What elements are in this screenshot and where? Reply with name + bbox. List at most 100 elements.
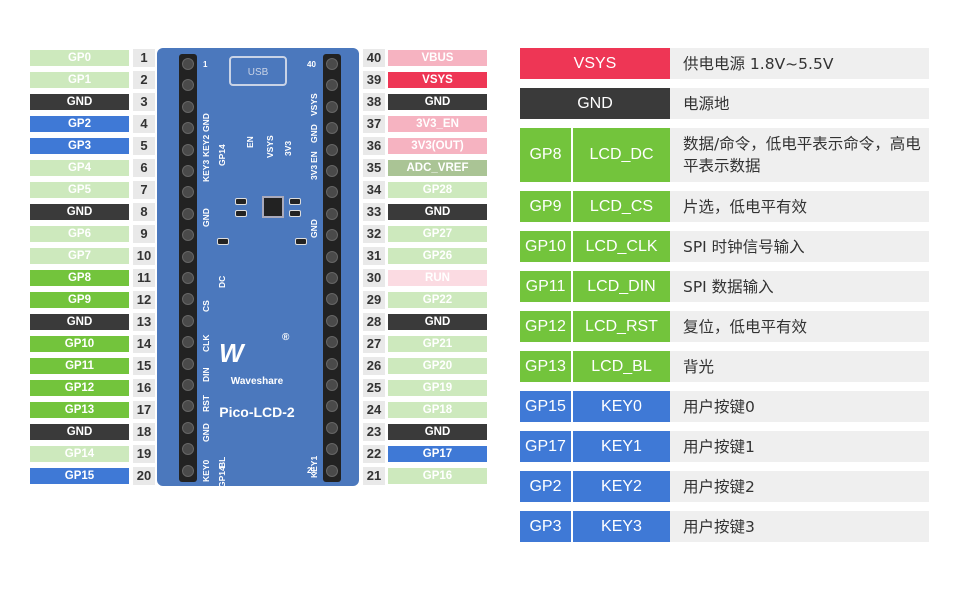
pin-number: 7	[133, 181, 155, 199]
pin-label-gp2: GP2	[30, 116, 129, 132]
pin-number: 19	[133, 445, 155, 463]
silk-label: GND	[201, 423, 211, 442]
pin-label-gp6: GP6	[30, 226, 129, 242]
silk-label: GND	[309, 124, 319, 143]
header-pin	[326, 293, 338, 306]
pin-label-gnd: GND	[30, 424, 129, 440]
pin-cell: GP9	[520, 191, 573, 222]
pin-label-gp20: GP20	[388, 358, 487, 374]
pin-number: 21	[363, 467, 385, 485]
pin-label-gnd: GND	[388, 424, 487, 440]
header-pin	[182, 464, 194, 477]
header-pin	[326, 122, 338, 135]
pin-label-vsys: VSYS	[388, 72, 487, 88]
header-pin	[182, 250, 194, 263]
header-pin	[182, 357, 194, 370]
smd-component	[235, 198, 247, 205]
pin-number: 4	[133, 115, 155, 133]
header-pin	[326, 443, 338, 456]
pin-label-gp4: GP4	[30, 160, 129, 176]
header-pin	[182, 421, 194, 434]
header-pin	[182, 229, 194, 242]
description-cell: 用户按键0	[670, 391, 929, 422]
pin1-mark: 1	[203, 60, 208, 69]
header-pin	[326, 100, 338, 113]
waveshare-logo: W	[219, 338, 244, 368]
pin-label-vbus: VBUS	[388, 50, 487, 66]
pin-number: 38	[363, 93, 385, 111]
pin-label-gnd: GND	[388, 314, 487, 330]
pin40-mark: 40	[307, 60, 316, 69]
silk-label: CS	[201, 300, 211, 312]
pin-number: 31	[363, 247, 385, 265]
pin-number: 5	[133, 137, 155, 155]
pin-number: 37	[363, 115, 385, 133]
pin-label-gp18: GP18	[388, 402, 487, 418]
header-pin	[182, 314, 194, 327]
header-pin	[182, 58, 194, 70]
pin-label-gp1: GP1	[30, 72, 129, 88]
function-cell: LCD_CS	[573, 191, 670, 222]
header-pin	[326, 272, 338, 284]
pin-label-gp28: GP28	[388, 182, 487, 198]
smd-component	[295, 238, 307, 245]
function-cell: LCD_DC	[573, 128, 670, 182]
description-cell: 用户按键2	[670, 471, 929, 502]
header-pin	[326, 379, 338, 391]
pin-number: 40	[363, 49, 385, 67]
pin-number: 10	[133, 247, 155, 265]
pin-label-gp14: GP14	[30, 446, 129, 462]
right-pin-header	[323, 54, 341, 482]
pico-lcd-board: USB 1 40 21 W ® Waveshare Pico-LCD-2 GND…	[157, 48, 359, 486]
silk-label: GP14	[217, 466, 227, 486]
pin-number: 39	[363, 71, 385, 89]
function-cell: LCD_BL	[573, 351, 670, 382]
header-pin	[326, 421, 338, 434]
description-cell: SPI 时钟信号输入	[670, 231, 929, 262]
silk-label: GND	[201, 113, 211, 132]
pin-number: 18	[133, 423, 155, 441]
header-pin	[182, 336, 194, 349]
description-cell: 电源地	[670, 88, 929, 119]
pin-number: 14	[133, 335, 155, 353]
pin-label-gp27: GP27	[388, 226, 487, 242]
silk-label: KEY1	[309, 455, 319, 478]
pin-number: 11	[133, 269, 155, 287]
pin-number: 16	[133, 379, 155, 397]
pin-label-gp5: GP5	[30, 182, 129, 198]
silk-label: KEY3	[201, 159, 211, 182]
description-cell: 用户按键1	[670, 431, 929, 462]
pin-cell: GP15	[520, 391, 573, 422]
pin-number: 13	[133, 313, 155, 331]
pin-label-gp17: GP17	[388, 446, 487, 462]
pin-cell: GP2	[520, 471, 573, 502]
pin-label-gp0: GP0	[30, 50, 129, 66]
function-cell: KEY1	[573, 431, 670, 462]
silk-label: VSYS	[265, 135, 275, 158]
description-cell: 片选，低电平有效	[670, 191, 929, 222]
pin-number: 35	[363, 159, 385, 177]
function-cell: KEY3	[573, 511, 670, 542]
header-pin	[182, 207, 194, 220]
pin-number: 20	[133, 467, 155, 485]
header-pin	[326, 58, 338, 70]
brand-name: Waveshare	[230, 376, 284, 387]
pin-cell: GP3	[520, 511, 573, 542]
silk-label: DC	[217, 275, 227, 288]
header-pin	[182, 186, 194, 199]
smd-component	[235, 210, 247, 217]
header-pin	[182, 400, 194, 413]
pin-label-gnd: GND	[30, 204, 129, 220]
silk-label: GND	[201, 208, 211, 227]
function-cell: KEY2	[573, 471, 670, 502]
silk-label: EN	[309, 151, 319, 163]
usb-port-outline: USB	[229, 56, 287, 86]
pin-number: 17	[133, 401, 155, 419]
silk-label: RST	[201, 395, 211, 412]
pin21-mark: 21	[307, 466, 316, 475]
